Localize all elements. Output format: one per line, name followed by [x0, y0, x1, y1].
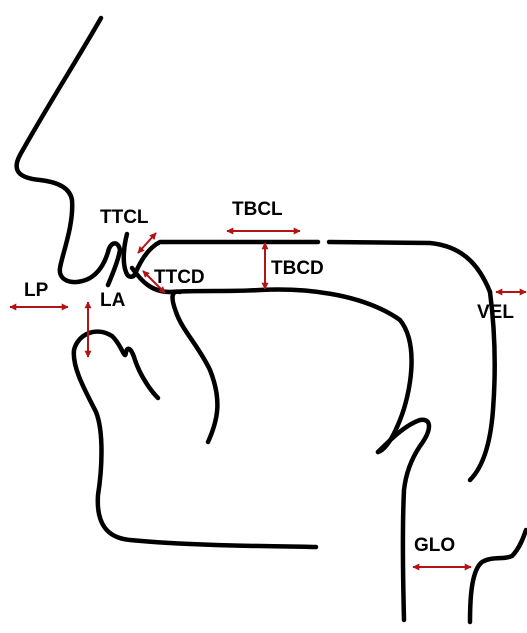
velum-contour: [329, 242, 490, 292]
vel-label: VEL: [477, 302, 514, 323]
la-label: LA: [100, 290, 126, 311]
larynx-contour: [470, 530, 526, 622]
lp-label: LP: [24, 280, 49, 301]
ttcl-label: TTCL: [100, 207, 149, 228]
tongue-root-contour: [173, 292, 218, 442]
face-profile-contour: [17, 18, 120, 285]
tbcl-label: TBCL: [232, 199, 283, 220]
epiglottis-contour: [378, 420, 429, 620]
ttcd-label: TTCD: [154, 267, 205, 288]
tbcd-label: TBCD: [271, 258, 324, 279]
lower-lip-chin-contour: [74, 332, 316, 547]
glo-label: GLO: [414, 535, 455, 556]
